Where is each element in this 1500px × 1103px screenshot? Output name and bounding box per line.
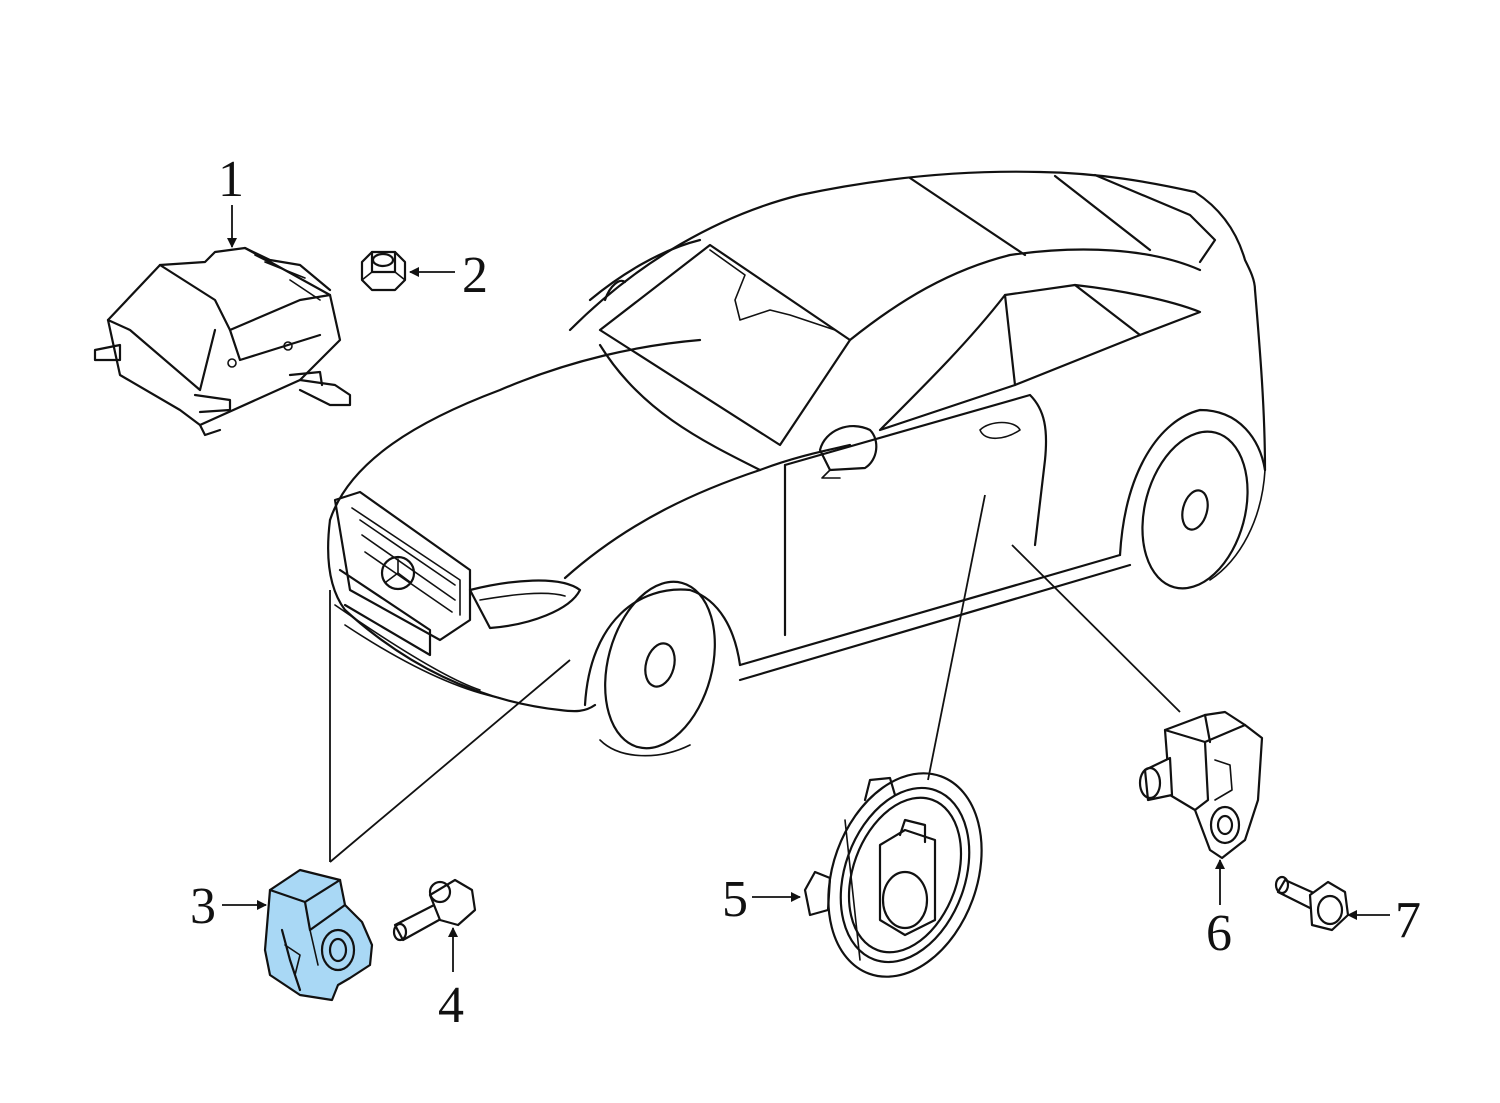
callout-2: 2 bbox=[462, 247, 488, 304]
callout-labels: 1 2 3 4 5 6 7 bbox=[190, 151, 1421, 1034]
leader-lines bbox=[329, 494, 1181, 863]
impact-sensor-highlighted[interactable] bbox=[263, 868, 374, 1002]
bolt-7[interactable] bbox=[1274, 875, 1350, 932]
callout-7: 7 bbox=[1395, 892, 1421, 949]
airbag-control-module[interactable] bbox=[93, 246, 352, 437]
side-impact-sensor[interactable] bbox=[1138, 710, 1264, 860]
acoustic-sensor[interactable] bbox=[801, 752, 1008, 999]
callout-5: 5 bbox=[722, 871, 748, 928]
car-outline bbox=[327, 170, 1267, 757]
callout-1: 1 bbox=[218, 151, 244, 208]
callout-arrows bbox=[222, 205, 1390, 972]
callout-6: 6 bbox=[1206, 905, 1232, 962]
nut[interactable] bbox=[360, 250, 407, 292]
callout-3: 3 bbox=[190, 878, 216, 935]
bolt-4[interactable] bbox=[392, 878, 477, 942]
callout-4: 4 bbox=[438, 977, 464, 1034]
